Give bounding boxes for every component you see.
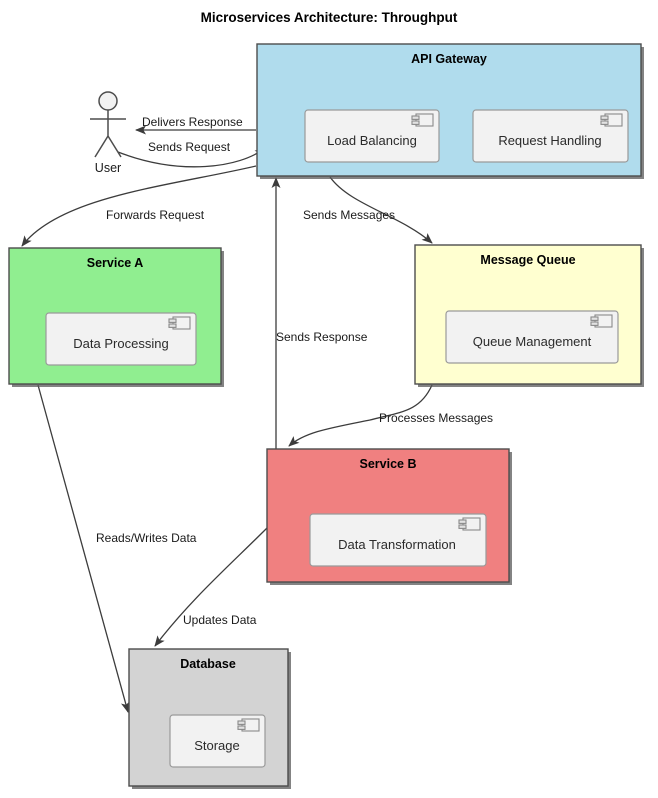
component-request-handling-box: [472, 109, 629, 163]
component-storage[interactable]: Storage: [169, 714, 266, 768]
component-request-handling-label: Request Handling: [498, 133, 601, 148]
node-service-b[interactable]: Service B Data Transformation: [266, 448, 512, 585]
component-data-processing[interactable]: Data Processing: [45, 312, 197, 366]
node-service-a[interactable]: Service A Data Processing: [8, 247, 224, 387]
node-api-gateway-title: API Gateway: [411, 52, 487, 66]
component-data-transformation[interactable]: Data Transformation: [309, 513, 487, 567]
edge-label-sends-request: Sends Request: [148, 140, 231, 154]
actor-user-label: User: [95, 161, 121, 175]
component-queue-management[interactable]: Queue Management: [445, 310, 619, 364]
actor-head-icon: [98, 91, 118, 111]
component-data-processing-label: Data Processing: [73, 336, 168, 351]
actor-user[interactable]: User: [90, 91, 126, 175]
node-service-b-title: Service B: [360, 457, 417, 471]
edge-sends-request-line: [117, 147, 266, 168]
node-database-title: Database: [180, 657, 236, 671]
node-api-gateway[interactable]: API Gateway Load Balancing Request Handl…: [256, 43, 644, 179]
uml-component-icon: [590, 314, 613, 328]
component-data-transformation-label: Data Transformation: [338, 537, 456, 552]
component-load-balancing[interactable]: Load Balancing: [304, 109, 440, 163]
edge-reads-writes-data-line: [37, 384, 130, 713]
uml-component-icon: [458, 517, 481, 531]
component-data-processing-box: [45, 312, 197, 366]
node-message-queue[interactable]: Message Queue Queue Management: [414, 244, 644, 387]
uml-component-icon: [237, 718, 260, 732]
edge-label-delivers-response: Delivers Response: [142, 115, 243, 129]
edge-label-updates-data: Updates Data: [183, 613, 257, 627]
uml-component-icon: [411, 113, 434, 127]
component-data-transformation-box: [309, 513, 487, 567]
edge-label-processes-messages: Processes Messages: [379, 411, 493, 425]
node-service-a-title: Service A: [87, 256, 144, 270]
edge-label-layer: Delivers Response Sends Request Forwards…: [96, 115, 493, 627]
component-load-balancing-box: [304, 109, 440, 163]
component-storage-label: Storage: [194, 738, 240, 753]
edge-updates-data-line: [154, 527, 268, 647]
diagram-title: Microservices Architecture: Throughput: [201, 10, 458, 25]
edge-layer: [21, 125, 433, 713]
uml-component-icon: [168, 316, 191, 330]
component-queue-management-box: [445, 310, 619, 364]
component-queue-management-label: Queue Management: [473, 334, 592, 349]
uml-component-icon: [600, 113, 623, 127]
node-message-queue-title: Message Queue: [480, 253, 575, 267]
component-load-balancing-label: Load Balancing: [327, 133, 417, 148]
component-request-handling[interactable]: Request Handling: [472, 109, 629, 163]
edge-label-forwards-request: Forwards Request: [106, 208, 205, 222]
edge-forwards-request-line: [21, 165, 257, 247]
edge-label-reads-writes-data: Reads/Writes Data: [96, 531, 197, 545]
edge-processes-messages-line: [288, 384, 433, 447]
edge-label-sends-response: Sends Response: [276, 330, 368, 344]
actor-body-icon: [90, 110, 126, 158]
edge-sends-messages-line: [329, 176, 433, 244]
node-database[interactable]: Database Storage: [128, 648, 291, 789]
edge-label-sends-messages: Sends Messages: [303, 208, 395, 222]
